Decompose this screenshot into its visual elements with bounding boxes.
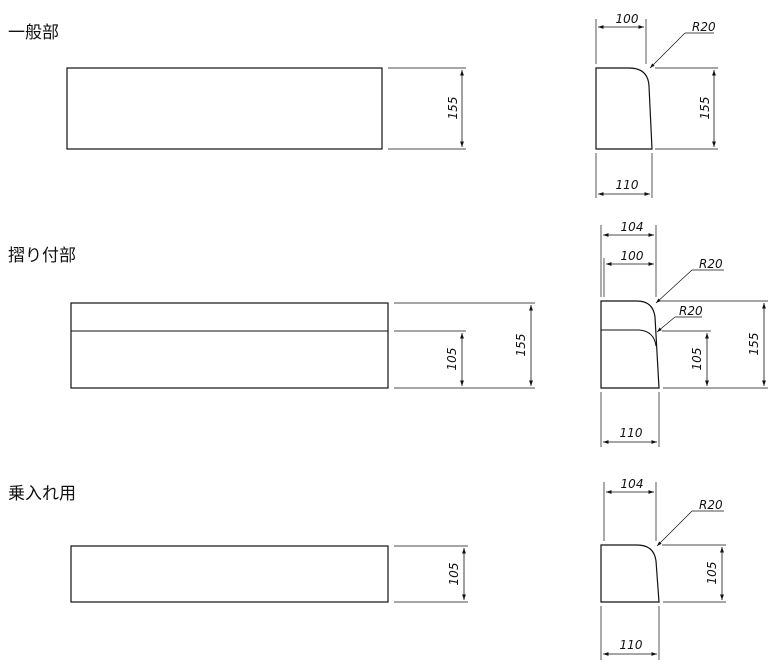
front-view-driveway — [70, 545, 389, 603]
dimension-bottom-width-driveway: 110 — [620, 638, 643, 652]
radius-label-driveway: R20 — [699, 498, 723, 512]
dimension-inner-height-side-transition: 105 — [690, 348, 704, 371]
front-view-general — [66, 67, 383, 150]
section-driveway: 乗入れ用 105 104 R20 105 110 — [8, 477, 726, 660]
dimension-outer-height-side-transition: 155 — [747, 333, 761, 356]
section-title-general: 一般部 — [8, 23, 59, 43]
dimension-outer-height-front-transition: 155 — [514, 334, 528, 357]
dimension-height-side-general: 155 — [698, 97, 712, 120]
dimension-inner-height-front-transition: 105 — [445, 348, 459, 371]
radius-label-top-transition: R20 — [699, 257, 723, 271]
side-view-driveway — [600, 544, 660, 603]
section-transition: 摺り付部 105 155 104 100 R20 R20 105 155 — [8, 220, 768, 447]
dimension-bottom-width-general: 110 — [616, 178, 639, 192]
side-view-transition — [600, 300, 660, 389]
front-view-transition — [70, 302, 389, 389]
dimension-top-width-general: 100 — [616, 12, 639, 26]
leader-line — [656, 510, 693, 547]
dimension-top-inner-width-transition: 100 — [621, 249, 644, 263]
radius-label-step-transition: R20 — [679, 304, 703, 318]
side-view-general — [595, 67, 653, 150]
section-general: 一般部 155 100 R20 155 110 — [8, 12, 718, 198]
leader-line — [649, 32, 686, 69]
dimension-height-side-driveway: 105 — [705, 562, 719, 585]
radius-label-general: R20 — [692, 20, 716, 34]
side-view-step-line — [601, 329, 657, 347]
leader-line — [655, 269, 693, 304]
dimension-bottom-width-transition: 110 — [620, 426, 643, 440]
section-title-driveway: 乗入れ用 — [8, 484, 76, 504]
dimension-height-front-driveway: 105 — [447, 563, 461, 586]
leader-line — [656, 316, 676, 333]
dimension-top-outer-width-transition: 104 — [621, 220, 644, 234]
dimension-height-front-general: 155 — [446, 97, 460, 120]
section-title-transition: 摺り付部 — [8, 246, 76, 266]
dimension-top-width-driveway: 104 — [621, 477, 644, 491]
